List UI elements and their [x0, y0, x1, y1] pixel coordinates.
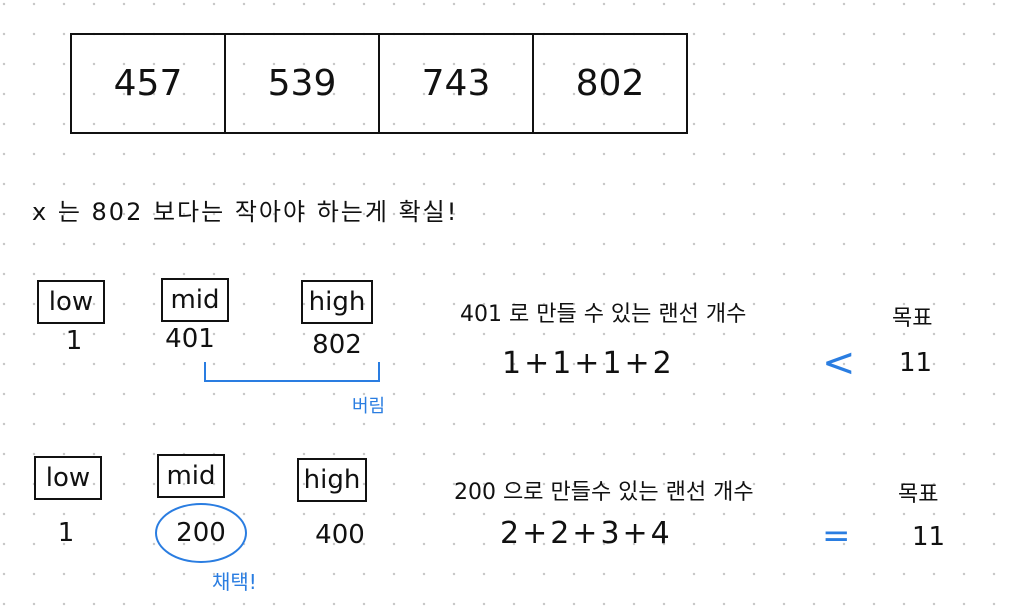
goal-label: 목표 — [898, 482, 939, 507]
low-label-box: low — [34, 456, 102, 500]
mid-value: 401 — [165, 324, 215, 354]
goal-value: 11 — [899, 348, 933, 378]
step2-expression: 2+2+3+4 — [500, 516, 673, 551]
low-value: 1 — [57, 518, 75, 548]
high-value: 802 — [312, 330, 362, 360]
selected-mid-circle — [155, 503, 247, 563]
step2-description: 200 으로 만들수 있는 랜선 개수 — [454, 480, 754, 505]
step1-expression: 1+1+1+2 — [502, 346, 675, 381]
array-cell: 802 — [575, 63, 645, 104]
equals-sign: = — [822, 516, 851, 556]
upper-bound-note: x 는 802 보다는 작아야 하는게 확실! — [32, 198, 459, 226]
array-cell: 457 — [72, 35, 226, 132]
low-label-box: low — [37, 280, 105, 324]
step1-description: 401 로 만들 수 있는 랜선 개수 — [460, 302, 747, 327]
array-cell: 539 — [226, 35, 380, 132]
high-label-box: high — [297, 458, 367, 502]
select-label: 채택! — [212, 570, 257, 594]
high-label-box: high — [301, 280, 373, 324]
discard-range-bracket — [204, 362, 380, 382]
mid-label-box: mid — [157, 454, 225, 498]
array-cell: 743 — [380, 35, 534, 132]
high-value: 400 — [315, 520, 365, 550]
cable-length-array: 457 539 743 802 — [70, 33, 688, 134]
low-value: 1 — [65, 326, 83, 356]
goal-label: 목표 — [892, 306, 933, 331]
less-than-sign: < — [822, 340, 856, 386]
discard-label: 버림 — [352, 396, 386, 417]
mid-label-box: mid — [161, 278, 229, 322]
goal-value: 11 — [912, 522, 946, 552]
